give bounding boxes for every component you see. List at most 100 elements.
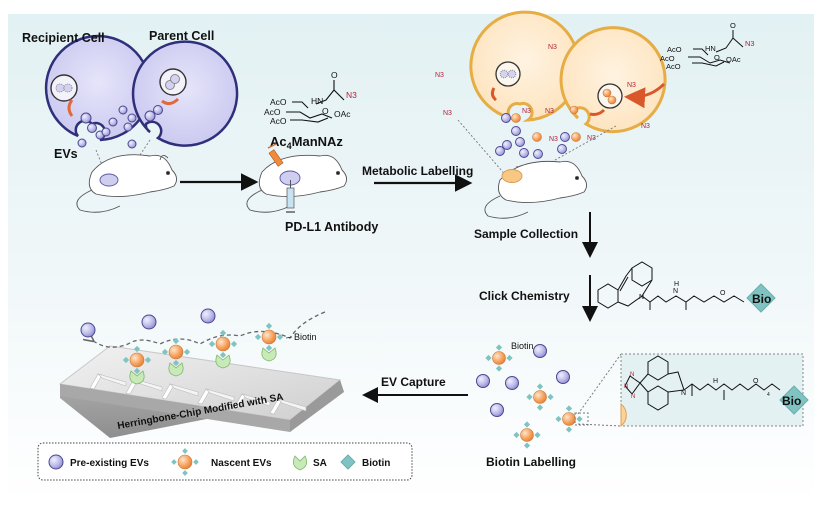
biotin-labelled-evs [476,344,583,449]
svg-text:Bio: Bio [752,292,771,306]
released-mixed-evs [495,113,581,159]
streptavidin [215,354,231,369]
svg-text:AcO: AcO [270,116,287,126]
nascent-ev [254,322,284,352]
parent-cell-label: Parent Cell [149,29,214,43]
svg-text:N3: N3 [587,135,596,142]
ac4mannaz-structure-small: O AcO AcO AcO HN O OAc N3 [660,21,755,71]
svg-text:N3: N3 [549,136,558,143]
streptavidin [261,347,277,362]
svg-text:SA: SA [313,458,327,469]
svg-text:AcO: AcO [270,97,287,107]
syringe-icon [267,143,284,167]
svg-text:N3: N3 [627,82,636,89]
svg-text:O: O [720,290,726,297]
recipient-cell-label: Recipient Cell [22,31,105,45]
svg-text:N3: N3 [435,72,444,79]
evs-label: EVs [54,147,78,161]
antibody-syringe-icon [286,180,295,213]
parent-cell [131,40,239,147]
nascent-ev-icon [177,454,193,470]
legend: Pre-existing EVs Nascent EVs SA Biotin [37,442,413,481]
click-chemistry-label: Click Chemistry [479,289,570,303]
pre-existing-ev [556,370,570,384]
svg-text:N3: N3 [641,123,650,130]
svg-text:N: N [624,384,628,390]
nascent-ev [555,405,583,433]
pre-existing-ev [490,403,504,417]
svg-text:N: N [630,372,634,378]
svg-text:N3: N3 [548,44,557,51]
biotin-pointer-chip-label: Biotin [294,332,317,342]
biotin-icon [340,454,356,470]
svg-text:N: N [631,394,635,400]
svg-text:N3: N3 [522,108,531,115]
svg-text:H: H [713,378,718,385]
flow-path [92,311,326,348]
pre-existing-ev [533,344,547,358]
sa-icon [292,455,308,471]
ev-capture-label: EV Capture [381,375,446,389]
legend-item-pre-existing-evs: Pre-existing EVs [48,454,149,470]
svg-text:N: N [673,288,678,295]
svg-text:HN: HN [311,96,323,106]
click-product-inset: N N N N H O 4 Bio [574,353,809,428]
svg-text:OAc: OAc [726,55,741,64]
dbco-peg-biotin-structure [597,261,745,310]
metabolic-labelling-label: Metabolic Labelling [362,164,473,178]
svg-text:N3: N3 [545,108,554,115]
pre-existing-ev [476,374,490,388]
nascent-ev [513,421,541,449]
svg-text:AcO: AcO [667,45,682,54]
antibody-label: PD-L1 Antibody [285,220,378,234]
svg-text:Bio: Bio [782,394,801,408]
pre-existing-ev [80,322,96,338]
svg-text:OAc: OAc [334,109,351,119]
nascent-ev [208,329,238,359]
nascent-ev [485,344,513,372]
svg-text:Nascent EVs: Nascent EVs [211,458,272,469]
svg-text:O: O [331,70,338,80]
svg-text:N3: N3 [745,39,755,48]
svg-text:AcO: AcO [666,62,681,71]
svg-text:O: O [322,106,329,116]
herringbone-chip [58,345,344,438]
treated-mouse-icon [246,154,347,213]
svg-text:O: O [753,378,759,385]
labelled-parent-cell [559,26,667,134]
sample-collection-label: Sample Collection [474,227,578,241]
released-evs [77,105,163,149]
biotin-labelling-label: Biotin Labelling [486,455,576,469]
uptake-arrow [624,82,666,109]
compound-label: Ac4ManNAz [270,134,343,151]
svg-text:H: H [674,281,679,288]
svg-text:O: O [714,53,720,62]
legend-item-sa: SA [292,455,327,471]
bio-diamond-icon: Bio [746,283,776,313]
biotin-pointer-label: Biotin [511,341,534,351]
svg-text:N: N [639,294,644,301]
pre-existing-ev-icon [48,454,64,470]
streptavidin [129,370,145,385]
nascent-ev [526,383,554,411]
streptavidin [168,362,184,377]
svg-text:N3: N3 [443,110,452,117]
svg-text:N: N [681,390,686,397]
pre-existing-ev [505,376,519,390]
svg-text:N3: N3 [346,90,357,100]
labelled-mouse-icon [457,119,617,219]
mouse-icon [76,139,177,213]
pre-existing-ev [141,314,157,330]
legend-item-biotin: Biotin [340,454,390,470]
svg-text:O: O [730,21,736,30]
svg-text:HN: HN [705,44,716,53]
svg-text:4: 4 [767,392,770,398]
svg-text:Pre-existing EVs: Pre-existing EVs [70,458,149,469]
ac4mannaz-structure: O AcO AcO AcO HN O OAc N3 [264,70,357,126]
svg-text:AcO: AcO [660,54,675,63]
svg-text:AcO: AcO [264,107,281,117]
pre-existing-ev [200,308,216,324]
legend-item-nascent-evs: Nascent EVs [171,448,272,476]
svg-text:Biotin: Biotin [362,458,390,469]
